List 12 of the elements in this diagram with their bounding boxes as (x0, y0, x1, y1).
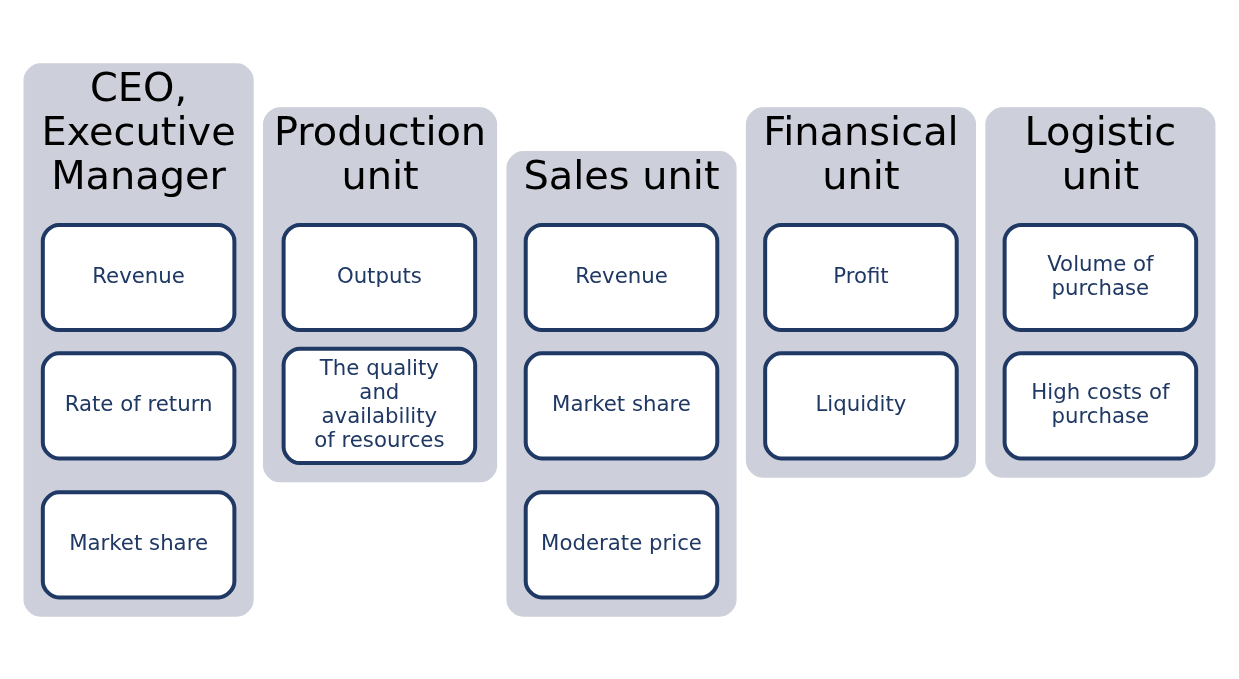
node-box: Profit (763, 222, 959, 332)
node-box: Outputs (281, 222, 478, 332)
node-box: The quality and availability of resources (281, 346, 478, 465)
node-box: Market share (40, 489, 237, 599)
node-box: Volume of purchase (1002, 222, 1199, 332)
node-box: Rate of return (40, 350, 237, 460)
node-box: Market share (523, 350, 720, 460)
node-box: High costs of purchase (1002, 350, 1199, 460)
node-box: Revenue (523, 222, 720, 332)
node-box: Moderate price (523, 489, 720, 599)
node-box: Liquidity (763, 350, 959, 460)
node-box: Revenue (40, 222, 237, 332)
